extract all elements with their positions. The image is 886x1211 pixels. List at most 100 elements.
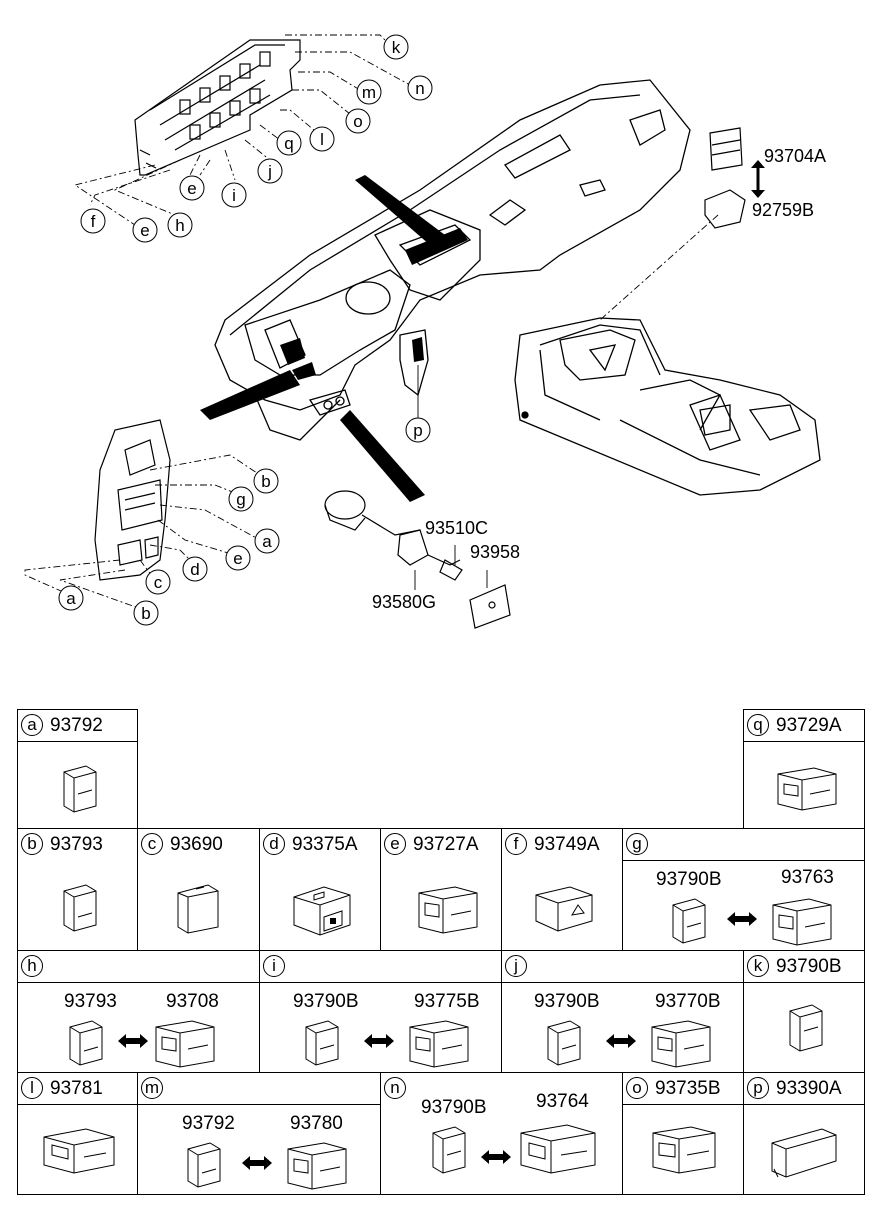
svg-text:a: a	[66, 589, 76, 608]
part-cell-e: e 93727A	[381, 829, 501, 950]
part-code-right: 93775B	[414, 991, 480, 1012]
switch-icon	[789, 1004, 823, 1052]
cell-body	[502, 861, 622, 950]
cell-header: d 93375A	[260, 829, 380, 861]
part-cell-c: c 93690	[138, 829, 259, 950]
side-panel-leader-lines	[24, 454, 261, 611]
svg-text:a: a	[262, 532, 272, 551]
callout-e: e	[225, 545, 251, 571]
part-code-right: 93780	[290, 1113, 343, 1134]
part-code: 93727A	[413, 834, 479, 855]
cell-body	[138, 861, 259, 950]
part-code: 93735B	[655, 1078, 721, 1099]
cell-letter-badge: n	[384, 1077, 406, 1099]
switch-icon	[652, 1126, 716, 1174]
cell-body	[744, 1105, 864, 1194]
cell-body	[18, 1105, 137, 1194]
part-code-right: 93770B	[655, 991, 721, 1012]
callout-p: p	[405, 417, 431, 443]
part-code-left: 93793	[64, 991, 117, 1012]
cell-header: c 93690	[138, 829, 259, 861]
cell-body	[18, 742, 137, 828]
part-code: 93390A	[776, 1078, 842, 1099]
cell-letter-badge: e	[384, 833, 406, 855]
callout-b: b	[253, 468, 279, 494]
part-92759b-switch	[704, 189, 746, 229]
callout-a: a	[58, 585, 84, 611]
callout-q: q	[276, 130, 302, 156]
switch-icon	[772, 898, 832, 946]
dashboard-highlights	[200, 175, 468, 502]
callout-i: i	[221, 182, 247, 208]
switch-icon	[777, 767, 837, 811]
part-code: 93729A	[776, 715, 842, 736]
part-cell-f: f 93749A	[502, 829, 622, 950]
power-outlet-icon	[293, 886, 351, 936]
cell-letter-badge: o	[626, 1077, 648, 1099]
part-code-right: 93764	[536, 1091, 589, 1112]
switch-icon	[418, 886, 478, 934]
cell-letter-badge: j	[505, 955, 527, 977]
cell-letter-badge: m	[141, 1077, 163, 1099]
svg-text:l: l	[320, 130, 324, 149]
part-cell-b: b 93793	[18, 829, 137, 950]
swap-arrow-icon	[118, 1034, 148, 1048]
part-code: 93749A	[534, 834, 600, 855]
part-number-93704a: 93704A	[764, 146, 826, 166]
cell-header: m	[138, 1073, 380, 1105]
cell-header: b 93793	[18, 829, 137, 861]
switch-icon	[155, 1020, 215, 1068]
switch-icon	[672, 898, 706, 944]
cell-header: j	[502, 951, 743, 983]
part-cell-l: l 93781	[18, 1073, 137, 1194]
callout-a: a	[254, 528, 280, 554]
callout-f: f	[80, 208, 106, 234]
cell-header: f 93749A	[502, 829, 622, 861]
part-code-left: 93790B	[421, 1097, 487, 1118]
callout-j: j	[257, 158, 283, 184]
svg-text:b: b	[141, 604, 150, 623]
svg-text:i: i	[232, 186, 236, 205]
swap-arrow-icon	[242, 1156, 272, 1170]
svg-text:c: c	[154, 573, 163, 592]
part-cell-j: j 93790B 93770B	[502, 951, 743, 1072]
cell-body: 93792 93780	[138, 1105, 380, 1194]
cell-letter-badge: p	[747, 1077, 769, 1099]
svg-text:d: d	[190, 560, 199, 579]
switch-bracket	[134, 39, 301, 176]
exploded-view-diagram: k n m o q l j i e h e f b g a e d c a b …	[24, 34, 826, 629]
cell-header: k 93790B	[744, 951, 864, 983]
switch-icon	[43, 1128, 115, 1174]
bracket-leader-lines	[73, 34, 411, 226]
switch-icon	[520, 1124, 596, 1174]
svg-text:b: b	[261, 472, 270, 491]
cell-header: l 93781	[18, 1073, 137, 1105]
part-cell-o: o 93735B	[623, 1073, 743, 1194]
svg-text:n: n	[415, 79, 424, 98]
switch-icon	[651, 1020, 711, 1068]
part-number-93510c: 93510C	[425, 518, 488, 538]
svg-text:q: q	[284, 134, 293, 153]
part-number-92759b: 92759B	[752, 200, 814, 220]
swap-arrow-icon	[606, 1034, 636, 1048]
svg-text:f: f	[91, 212, 96, 231]
swap-arrow-top-heads	[751, 160, 765, 198]
part-cell-m: m 93792 93780	[138, 1073, 380, 1194]
cell-letter-badge: b	[21, 833, 43, 855]
hazard-switch-icon	[535, 886, 593, 932]
part-code-right: 93708	[166, 991, 219, 1012]
svg-text:h: h	[175, 216, 184, 235]
cell-header: q 93729A	[744, 710, 864, 742]
part-code-left: 93792	[182, 1113, 235, 1134]
part-code-left: 93790B	[293, 991, 359, 1012]
part-cell-p: p 93390A	[744, 1073, 864, 1194]
cell-body: 93790B 93770B	[502, 983, 743, 1072]
part-cell-q: q 93729A	[744, 710, 864, 828]
callout-d: d	[182, 556, 208, 582]
switch-icon	[63, 765, 97, 813]
cell-letter-badge: k	[747, 955, 769, 977]
side-switch-panel	[94, 419, 171, 581]
callout-k: k	[383, 34, 409, 60]
part-cell-d: d 93375A	[260, 829, 380, 950]
part-code: 93792	[50, 715, 103, 736]
